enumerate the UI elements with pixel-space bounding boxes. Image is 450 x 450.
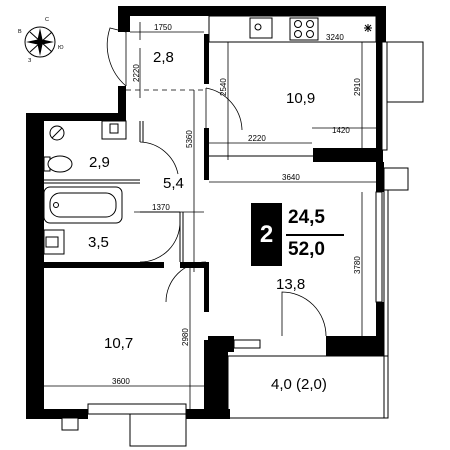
wall-segment: [204, 128, 209, 180]
badge-divider: [286, 234, 344, 236]
toilet: [47, 155, 73, 173]
wall-segment: [376, 6, 386, 42]
sink-bowl: [109, 123, 119, 134]
dim-1420: 1420: [332, 126, 350, 135]
wall-kitchen-right: [376, 42, 382, 162]
dimension-labels: 1750 3240 2220 2540 2910 5360 2220 1420 …: [112, 23, 362, 386]
dim-5360: 5360: [185, 130, 194, 148]
room-area-living: 13,8: [276, 276, 305, 293]
burner: [306, 30, 314, 38]
sink-drain: [254, 23, 262, 31]
balcony-door: [281, 291, 327, 337]
window-kitchen-balcony: [386, 41, 424, 103]
wall-top: [118, 6, 386, 16]
doors: [106, 27, 327, 337]
dim-1370: 1370: [152, 203, 170, 212]
window-bedroom-ac: [129, 413, 187, 447]
washbasin-bowl: [45, 236, 59, 248]
wall-segment: [26, 409, 88, 419]
bedroom-door: [165, 261, 207, 303]
room-labels: 2,8 10,9 2,9 5,4 3,5 10,7 13,8 4,0 (2,0): [88, 49, 327, 393]
dim-2540: 2540: [219, 78, 228, 96]
compass-south: Ю: [58, 45, 64, 51]
bathtub-drain: [53, 202, 59, 208]
fixtures: [43, 15, 377, 255]
wall-segment: [208, 336, 234, 352]
dim-3240: 3240: [326, 33, 344, 42]
window-kitchen: [381, 41, 388, 151]
compass-ring: [24, 26, 56, 58]
window-living-ac: [383, 167, 409, 191]
dim-2980: 2980: [181, 328, 190, 346]
window-living: [375, 191, 383, 303]
room-area-corridor: 5,4: [163, 175, 184, 192]
kitchen-door: [205, 87, 243, 131]
wall-left: [26, 113, 44, 419]
compass-diagonals: [29, 31, 53, 53]
bath-door: [139, 221, 181, 263]
room-area-bathroom: 2,9: [89, 154, 110, 171]
wall-segment: [44, 262, 164, 268]
dim-2910: 2910: [353, 78, 362, 96]
wall-segment: [186, 409, 230, 419]
dimension-lines: [44, 22, 376, 409]
compass-east: В: [18, 29, 22, 35]
bathroom-door: [139, 141, 179, 175]
dim-3780: 3780: [353, 256, 362, 274]
wall-segment: [180, 262, 206, 268]
wall-segment: [204, 262, 209, 312]
room-area-balcony: 4,0 (2,0): [271, 376, 327, 393]
room-area-hall: 2,8: [153, 49, 174, 66]
window-bedroom: [87, 403, 187, 415]
burner: [306, 20, 314, 28]
dim-1750: 1750: [154, 23, 172, 32]
dim-3600: 3600: [112, 377, 130, 386]
wall-segment: [204, 34, 209, 84]
entrance-door: [106, 27, 127, 87]
dim-3640: 3640: [282, 173, 300, 182]
apartment-badge: 2 24,5 52,0: [251, 203, 348, 266]
windows: [61, 41, 424, 447]
dim-2220b: 2220: [248, 134, 266, 143]
boiler-mark: [51, 127, 63, 139]
burner: [294, 30, 302, 38]
compass-north: С: [45, 17, 49, 23]
stove: [289, 17, 319, 41]
wall-segment: [26, 113, 126, 121]
compass-star: [26, 28, 54, 56]
window-bedroom-vent: [61, 417, 79, 431]
wall-segment: [376, 302, 384, 340]
compass-west: З: [28, 58, 32, 64]
wall-segment: [326, 336, 384, 356]
total-area: 52,0: [288, 239, 325, 260]
wall-segment: [118, 86, 126, 114]
wall-segment: [376, 162, 384, 192]
gas-valve-icon: [364, 24, 372, 32]
balcony-door-frame: [233, 339, 261, 349]
walls: [26, 6, 386, 419]
room-area-bedroom: 10,7: [104, 335, 133, 352]
burner: [294, 20, 302, 28]
living-area: 24,5: [288, 207, 325, 228]
room-area-kitchen: 10,9: [286, 90, 315, 107]
room-area-bath: 3,5: [88, 234, 109, 251]
dim-2220a: 2220: [132, 64, 141, 82]
compass: С Ю З В: [18, 17, 64, 64]
room-count: 2: [251, 203, 282, 266]
wall-segment: [313, 148, 383, 162]
bathtub-inner: [49, 192, 117, 218]
